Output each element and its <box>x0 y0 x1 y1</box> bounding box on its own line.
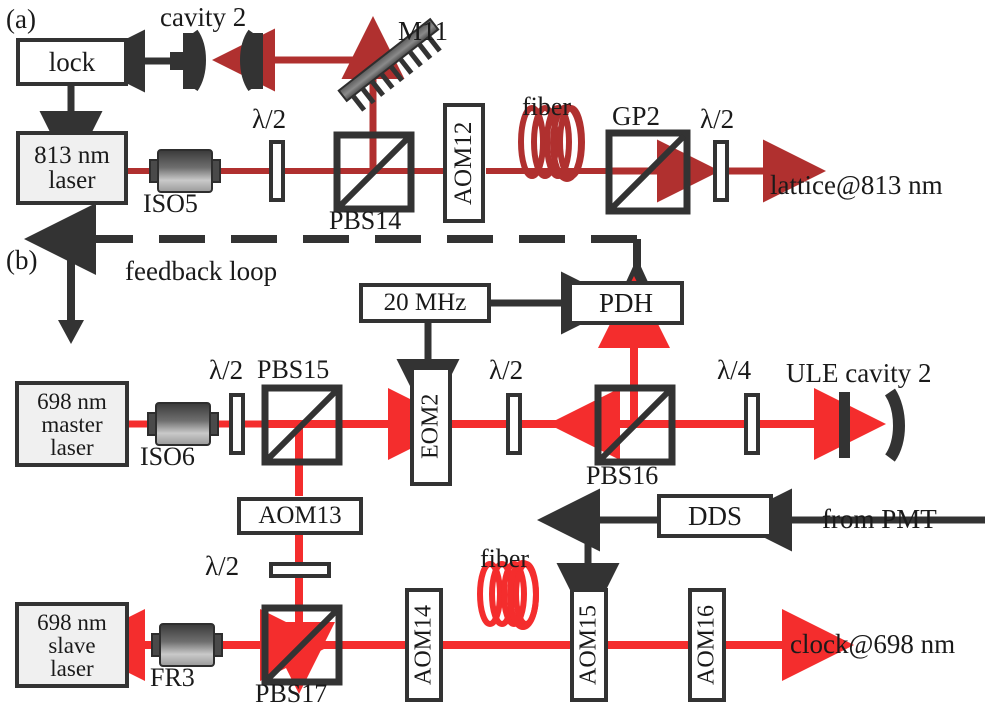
aom13-box[interactable]: AOM13 <box>237 497 363 535</box>
fiber-b-label: fiber <box>480 544 530 573</box>
from-pmt-label: from PMT <box>822 504 937 534</box>
hwp-a1[interactable] <box>269 140 285 202</box>
pbs14-label: PBS14 <box>329 206 402 235</box>
hwp-a2[interactable] <box>713 140 729 202</box>
feedback-loop-line <box>24 203 648 344</box>
lock-box[interactable]: lock <box>16 38 128 86</box>
dds-wiring <box>537 488 985 626</box>
cavity2-mirrors <box>170 29 263 92</box>
fr3-label: FR3 <box>150 663 195 692</box>
cavity2-label: cavity 2 <box>160 2 247 32</box>
pbs16 <box>594 384 676 466</box>
pbs15 <box>261 384 343 466</box>
isolator-iso6 <box>147 402 219 446</box>
hwp-b3[interactable] <box>269 562 331 578</box>
iso6-label: ISO6 <box>140 442 195 471</box>
hwp-a1-label: λ/2 <box>252 104 287 134</box>
master-laser-line2: master <box>41 411 103 437</box>
slave-laser-box[interactable]: 698 nm slave laser <box>15 602 129 688</box>
qwp-b[interactable] <box>744 393 760 455</box>
pbs15-label: PBS15 <box>257 355 330 384</box>
panel-a-control-wires <box>39 29 172 174</box>
hwp-b2[interactable] <box>506 393 522 455</box>
laser-813-box[interactable]: 813 nm laser <box>16 131 128 205</box>
slave-laser-line3: laser <box>50 655 94 681</box>
hwp-b1[interactable] <box>229 393 245 455</box>
mirror-m11 <box>337 17 442 112</box>
iso5-label: ISO5 <box>143 189 198 218</box>
feedback-loop-label: feedback loop <box>125 256 278 286</box>
clock-output-label: clock@698 nm <box>790 629 956 659</box>
m11-label: M11 <box>398 16 449 46</box>
eom2-box[interactable]: EOM2 <box>410 366 452 486</box>
pdh-box[interactable]: PDH <box>568 281 684 325</box>
aom12-box[interactable]: AOM12 <box>443 103 485 223</box>
hwp-b3-label: λ/2 <box>205 551 240 581</box>
fiber-a-label: fiber <box>522 92 572 121</box>
rf-to-pdh-wire <box>396 271 624 422</box>
hwp-b2-label: λ/2 <box>489 355 524 385</box>
aom14-box[interactable]: AOM14 <box>405 588 443 702</box>
dds-box[interactable]: DDS <box>657 494 773 538</box>
rf-20mhz-box[interactable]: 20 MHz <box>359 283 491 323</box>
ule-cavity2 <box>839 388 905 462</box>
ule-cavity2-label: ULE cavity 2 <box>786 358 932 388</box>
hwp-a2-label: λ/2 <box>700 104 735 134</box>
laser-813-line1: 813 nm <box>34 142 110 169</box>
master-laser-box[interactable]: 698 nm master laser <box>15 381 129 467</box>
qwp-b-label: λ/4 <box>717 355 752 385</box>
pbs17-label: PBS17 <box>255 679 328 708</box>
laser-813-line2: laser <box>48 167 96 194</box>
aom16-box[interactable]: AOM16 <box>688 588 726 702</box>
pbs17 <box>261 604 343 686</box>
fiber-coil-b <box>477 560 539 630</box>
panel-a-tag: (a) <box>6 4 36 34</box>
slave-laser-line2: slave <box>48 632 96 658</box>
panel-b-tag: (b) <box>6 245 38 275</box>
fiber-coil-a <box>518 104 585 182</box>
aom15-box[interactable]: AOM15 <box>570 588 608 702</box>
master-laser-line3: laser <box>50 434 94 460</box>
pbs16-label: PBS16 <box>586 461 659 490</box>
isolator-iso5 <box>149 149 221 193</box>
pbs14 <box>333 131 415 213</box>
master-laser-line1: 698 nm <box>37 388 107 414</box>
faraday-rotator-fr3 <box>151 623 223 667</box>
gp2-label: GP2 <box>612 101 661 131</box>
hwp-b1-label: λ/2 <box>209 355 244 385</box>
slave-laser-line1: 698 nm <box>37 609 107 635</box>
gp2-cube <box>605 129 691 215</box>
lattice-output-label: lattice@813 nm <box>770 170 943 200</box>
